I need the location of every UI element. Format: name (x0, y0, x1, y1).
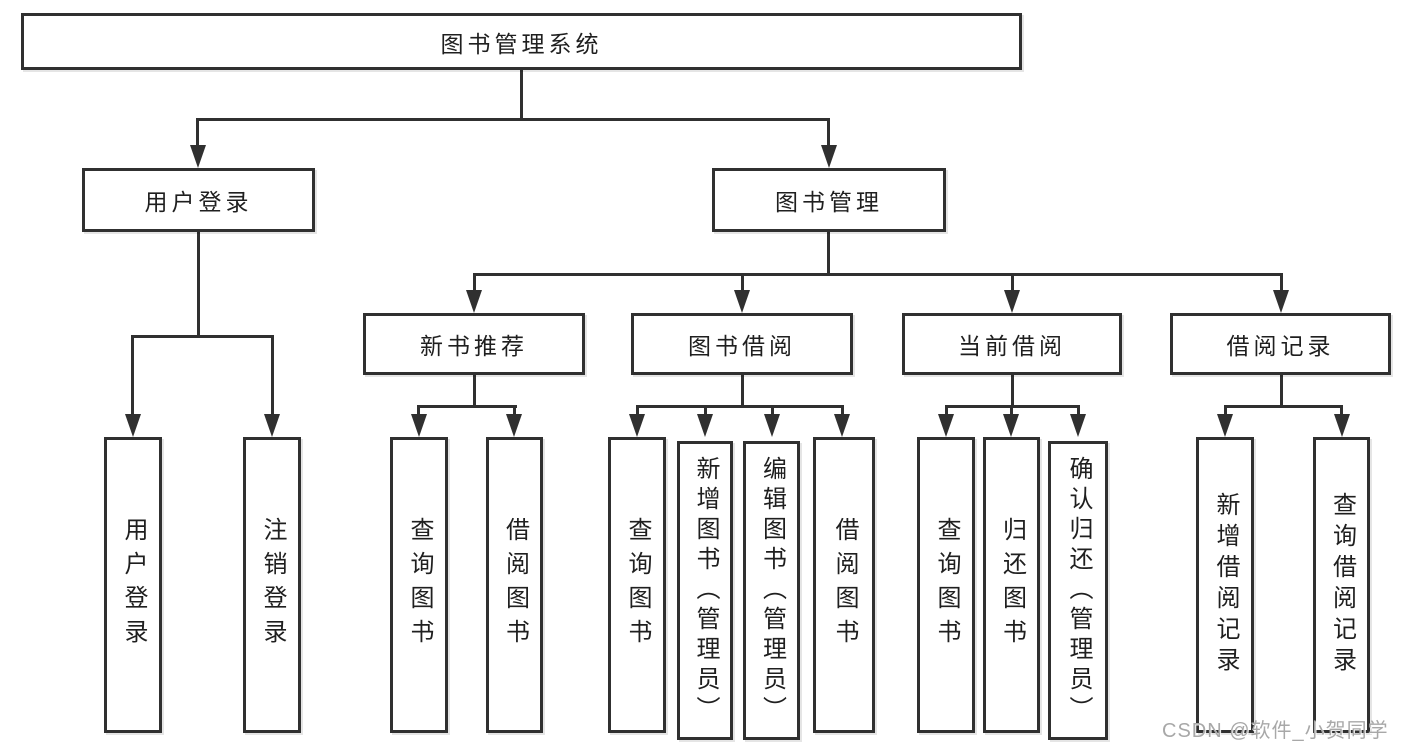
connector-line (473, 375, 476, 408)
connector-line (771, 405, 774, 419)
leaf-borrow-query-book: 查询图书 (608, 437, 666, 733)
leaf-label: 注销登录 (259, 517, 286, 653)
connector-line (473, 273, 1283, 276)
arrow-down-icon (1070, 414, 1086, 437)
node-book-management: 图书管理 (712, 168, 946, 232)
connector-line (131, 335, 134, 417)
node-label: 借阅记录 (1226, 333, 1335, 359)
leaf-return-book: 归还图书 (983, 437, 1040, 733)
connector-line (841, 405, 844, 419)
leaf-recommend-borrow-book: 借阅图书 (486, 437, 543, 733)
arrow-down-icon (190, 145, 206, 168)
connector-line (473, 273, 476, 293)
arrow-down-icon (1273, 290, 1289, 313)
leaf-logout-login: 注销登录 (243, 437, 301, 733)
connector-line (520, 70, 523, 118)
arrow-down-icon (734, 290, 750, 313)
leaf-label: 用户登录 (120, 517, 147, 653)
arrow-down-icon (821, 145, 837, 168)
node-label: 图书管理 (775, 189, 883, 215)
arrow-down-icon (125, 414, 141, 437)
leaf-label: 查询图书 (406, 517, 433, 653)
connector-line (827, 118, 830, 150)
arrow-down-icon (466, 290, 482, 313)
leaf-label: 新增借阅记录 (1212, 492, 1239, 678)
connector-line (704, 405, 707, 419)
node-library-management-system: 图书管理系统 (21, 13, 1022, 70)
arrow-down-icon (938, 414, 954, 437)
connector-line (1010, 405, 1013, 419)
node-label: 图书管理系统 (440, 30, 603, 57)
leaf-label: 查询图书 (624, 517, 651, 653)
connector-line (1011, 375, 1014, 408)
arrow-down-icon (629, 414, 645, 437)
arrow-down-icon (1003, 414, 1019, 437)
arrow-down-icon (697, 414, 713, 437)
connector-line (1224, 405, 1227, 419)
node-book-borrowing: 图书借阅 (631, 313, 853, 375)
connector-line (1224, 405, 1343, 408)
arrow-down-icon (506, 414, 522, 437)
connector-line (513, 405, 516, 419)
arrow-down-icon (264, 414, 280, 437)
node-label: 新书推荐 (420, 333, 528, 359)
node-label: 图书借阅 (688, 333, 796, 359)
connector-line (417, 405, 420, 419)
leaf-confirm-return-admin: 确认归还（管理员） (1048, 441, 1108, 740)
connector-line (945, 405, 948, 419)
leaf-query-borrow-record: 查询借阅记录 (1313, 437, 1370, 733)
node-new-book-recommend: 新书推荐 (363, 313, 585, 375)
connector-line (636, 405, 639, 419)
connector-line (417, 405, 517, 408)
connector-line (827, 232, 830, 276)
leaf-add-borrow-record: 新增借阅记录 (1196, 437, 1254, 733)
leaf-label: 归还图书 (998, 517, 1026, 653)
leaf-label: 查询借阅记录 (1328, 492, 1356, 678)
arrow-down-icon (764, 414, 780, 437)
arrow-down-icon (1217, 414, 1233, 437)
arrow-down-icon (1334, 414, 1350, 437)
connector-line (1011, 273, 1014, 293)
connector-line (741, 273, 744, 293)
leaf-label: 借阅图书 (501, 517, 529, 653)
connector-line (131, 335, 274, 338)
leaf-label: 编辑图书（管理员） (758, 455, 786, 726)
connector-line (196, 118, 199, 150)
leaf-current-query-book: 查询图书 (917, 437, 975, 733)
node-label: 当前借阅 (958, 333, 1066, 359)
leaf-label: 查询图书 (933, 517, 960, 653)
leaf-edit-book-admin: 编辑图书（管理员） (743, 441, 800, 740)
leaf-add-book-admin: 新增图书（管理员） (677, 441, 733, 740)
connector-line (1280, 375, 1283, 408)
leaf-label: 借阅图书 (831, 517, 858, 653)
arrow-down-icon (411, 414, 427, 437)
connector-line (741, 375, 744, 408)
node-user-login: 用户登录 (82, 168, 315, 232)
arrow-down-icon (1004, 290, 1020, 313)
connector-line (1077, 405, 1080, 419)
leaf-label: 确认归还（管理员） (1065, 455, 1092, 726)
leaf-borrow-borrow-book: 借阅图书 (813, 437, 875, 733)
connector-line (1280, 273, 1283, 293)
arrow-down-icon (834, 414, 850, 437)
leaf-recommend-query-book: 查询图书 (390, 437, 448, 733)
node-label: 用户登录 (144, 189, 253, 215)
connector-line (197, 232, 200, 338)
watermark: CSDN @软件_小贺同学 (1162, 720, 1389, 742)
connector-line (636, 405, 844, 408)
node-current-borrowing: 当前借阅 (902, 313, 1122, 375)
node-borrowing-records: 借阅记录 (1170, 313, 1391, 375)
leaf-label: 新增图书（管理员） (692, 455, 719, 726)
connector-line (271, 335, 274, 417)
leaf-user-login: 用户登录 (104, 437, 162, 733)
connector-line (196, 118, 830, 121)
connector-line (1340, 405, 1343, 419)
